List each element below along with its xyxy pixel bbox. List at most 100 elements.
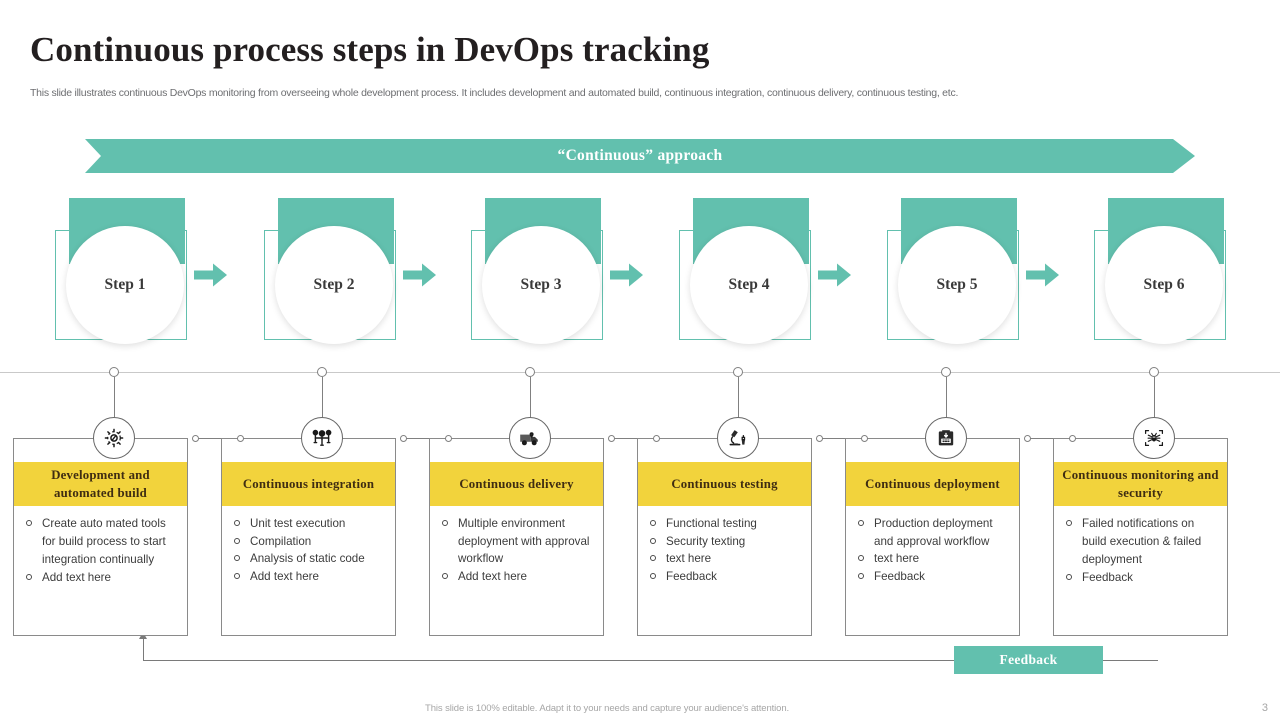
card-title: Continuous testing xyxy=(671,476,778,491)
list-item: Analysis of static code xyxy=(231,550,387,568)
list-item-text: Analysis of static code xyxy=(250,552,365,566)
card-connector-node-right xyxy=(608,435,615,442)
steps-row: Step 1 Step 2 Step 3 Step 4 Step 5 Step … xyxy=(0,198,1280,348)
list-item: Add text here xyxy=(231,568,387,586)
card-header: Continuous deployment xyxy=(846,462,1019,506)
list-item: Security texting xyxy=(647,533,803,551)
bullet-icon xyxy=(1066,520,1072,527)
bullet-icon xyxy=(234,537,240,544)
server-deployment-icon xyxy=(925,417,967,459)
bullet-icon xyxy=(442,520,448,526)
step-arrow-icon xyxy=(610,260,644,290)
card-header: Development and automated build xyxy=(14,462,187,507)
bullet-icon xyxy=(858,573,864,580)
list-item-text: text here xyxy=(666,552,712,566)
card-connector-segment-right xyxy=(198,438,218,439)
list-item-text: Add text here xyxy=(250,570,319,584)
feedback-line-vertical xyxy=(143,638,144,661)
bullet-icon xyxy=(858,520,864,526)
step-label: Step 5 xyxy=(936,276,978,293)
step-circle: Step 2 xyxy=(275,226,393,344)
bug-monitoring-icon xyxy=(1133,417,1175,459)
rail-connector-node xyxy=(733,367,743,377)
list-item-text: text here xyxy=(874,552,920,566)
rail-connector-line xyxy=(322,377,323,417)
card-title: Development and automated build xyxy=(51,468,150,501)
list-item-text: Add text here xyxy=(458,570,527,584)
card-connector-node-right xyxy=(816,435,823,442)
step-item-6[interactable]: Step 6 xyxy=(1094,198,1274,348)
step-circle: Step 6 xyxy=(1105,226,1223,344)
bullet-icon xyxy=(1066,573,1072,580)
gears-integration-icon xyxy=(301,417,343,459)
card-connector-node-left xyxy=(237,435,244,442)
card-connector-segment-right xyxy=(1030,438,1050,439)
card-title: Continuous integration xyxy=(242,476,375,491)
feedback-chip[interactable]: Feedback xyxy=(954,646,1103,674)
list-item-text: Failed notifications on build execution … xyxy=(1082,517,1202,566)
list-item-text: Functional testing xyxy=(666,517,757,530)
list-item: Failed notifications on build execution … xyxy=(1063,515,1219,568)
card-connector-node-right xyxy=(400,435,407,442)
bullet-icon xyxy=(650,573,656,580)
list-item: Functional testing xyxy=(647,515,803,533)
feedback-line-horizontal xyxy=(143,660,1158,661)
list-item: Feedback xyxy=(855,568,1011,586)
card-connector-node-right xyxy=(192,435,199,442)
gear-automation-icon xyxy=(93,417,135,459)
rail-connector-node xyxy=(941,367,951,377)
card-connector-node-left xyxy=(1069,435,1076,442)
step-label: Step 4 xyxy=(728,276,770,293)
bullet-icon xyxy=(234,520,240,526)
card-header: Continuous delivery xyxy=(430,462,603,506)
rail-connector-line xyxy=(738,377,739,417)
step-arrow-icon xyxy=(403,260,437,290)
page-number: 3 xyxy=(1261,702,1268,714)
banner-label: “Continuous” approach xyxy=(557,147,723,164)
card-connector-node-left xyxy=(653,435,660,442)
step-item-4[interactable]: Step 4 xyxy=(679,198,859,348)
step-item-3[interactable]: Step 3 xyxy=(471,198,651,348)
step-label: Step 2 xyxy=(313,276,355,293)
step-item-2[interactable]: Step 2 xyxy=(264,198,444,348)
card-title: Continuous monitoring and security xyxy=(1062,468,1219,501)
list-item-text: Multiple environment deployment with app… xyxy=(458,517,590,566)
list-item-text: Feedback xyxy=(666,570,717,584)
delivery-truck-icon xyxy=(509,417,551,459)
card-bullet-list: Failed notifications on build execution … xyxy=(1054,506,1227,592)
step-item-5[interactable]: Step 5 xyxy=(887,198,1067,348)
list-item: Add text here xyxy=(439,568,595,586)
list-item: Unit test execution xyxy=(231,515,387,533)
step-circle: Step 5 xyxy=(898,226,1016,344)
rail-connector-line xyxy=(114,377,115,417)
card-connector-segment-right xyxy=(614,438,634,439)
bullet-icon xyxy=(26,573,32,580)
list-item-text: Compilation xyxy=(250,534,312,548)
list-item-text: Unit test execution xyxy=(250,517,346,530)
card-bullet-list: Create auto mated tools for build proces… xyxy=(14,506,187,592)
bullet-icon xyxy=(858,555,864,562)
footer-note: This slide is 100% editable. Adapt it to… xyxy=(425,703,790,714)
list-item: Production deployment and approval workf… xyxy=(855,515,1011,550)
step-circle: Step 4 xyxy=(690,226,808,344)
list-item: Feedback xyxy=(1063,569,1219,587)
card-title: Continuous delivery xyxy=(459,476,574,491)
card-connector-segment-right xyxy=(822,438,842,439)
list-item-text: Feedback xyxy=(874,570,925,584)
rail-connector-line xyxy=(1154,377,1155,417)
step-circle: Step 3 xyxy=(482,226,600,344)
list-item: Compilation xyxy=(231,533,387,551)
rail-connector-line xyxy=(946,377,947,417)
bullet-icon xyxy=(650,520,656,526)
step-item-1[interactable]: Step 1 xyxy=(55,198,235,348)
